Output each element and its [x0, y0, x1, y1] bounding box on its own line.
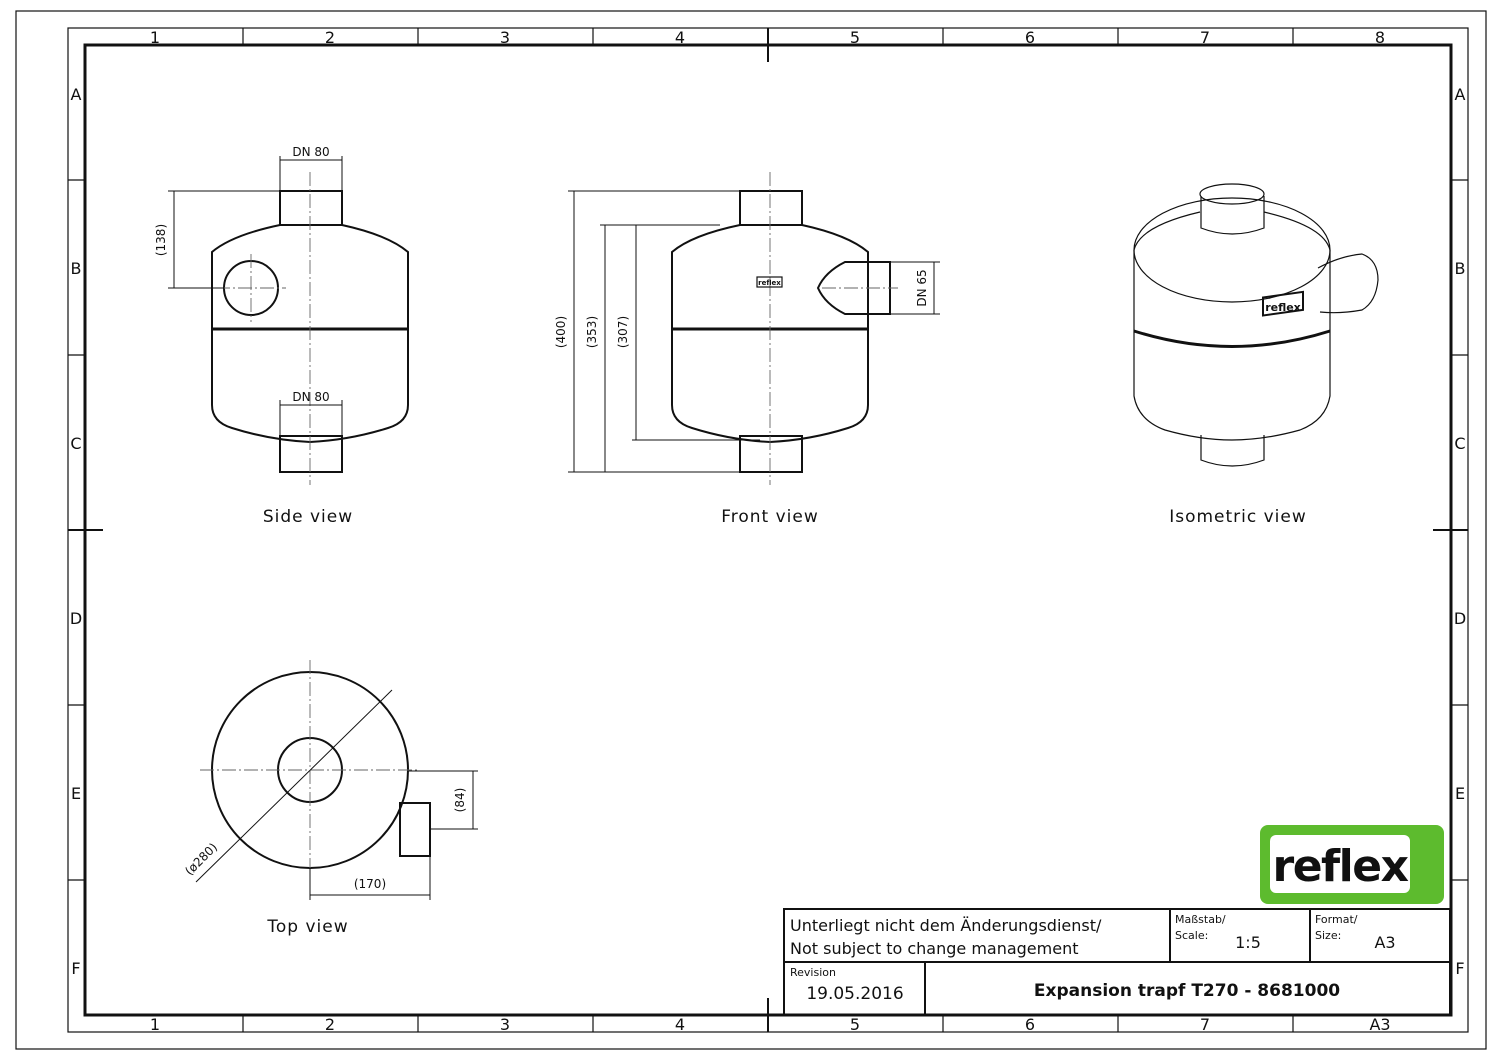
logo-white-panel: [1270, 835, 1410, 893]
outer-border: [15, 10, 1487, 1050]
iso-top-cap: [1133, 197, 1331, 303]
row-label-d-right: D: [1454, 609, 1466, 628]
side-view: DN 80 DN 80 (138) Side view: [154, 145, 409, 527]
col-label-5-bottom: 5: [850, 1015, 860, 1034]
col-label-4-top: 4: [675, 28, 685, 47]
scale-label-de: Maßstab/: [1175, 913, 1226, 926]
frame-border: [67, 27, 1469, 1033]
col-label-3-top: 3: [500, 28, 510, 47]
col-label-1-top: 1: [150, 28, 160, 47]
reflex-logo: reflex: [1260, 825, 1444, 904]
drawing-title: Expansion trapf T270 - 8681000: [1034, 981, 1340, 1001]
col-label-6-top: 6: [1025, 28, 1035, 47]
title-block: Unterliegt nicht dem Änderungsdienst/ No…: [783, 908, 1451, 1016]
col-label-5-top: 5: [850, 28, 860, 47]
isometric-view: reflex Isometric view: [1133, 183, 1379, 527]
revision-date: 19.05.2016: [806, 984, 903, 1004]
revision-label: Revision: [790, 966, 836, 979]
col-label-7-bottom: 7: [1200, 1015, 1210, 1034]
row-label-e-right: E: [1455, 784, 1465, 803]
isometric-view-caption: Isometric view: [1169, 507, 1307, 527]
side-dim-138: (138): [154, 224, 168, 256]
side-dn-bottom-label: DN 80: [292, 390, 329, 404]
iso-badge: [1262, 290, 1304, 317]
change-note-en: Not subject to change management: [790, 939, 1079, 958]
format-label-en: Size:: [1315, 929, 1341, 942]
row-label-f-left: F: [71, 959, 80, 978]
top-view: (ø280) (84) (170) Top view: [182, 660, 478, 937]
iso-side-nozzle: [1317, 253, 1379, 314]
top-dim-diameter: (ø280): [182, 840, 220, 878]
row-label-a-left: A: [71, 85, 82, 104]
front-top-nozzle: [739, 190, 803, 226]
top-side-nozzle: [399, 802, 431, 857]
row-label-a-right: A: [1455, 85, 1466, 104]
top-dim-84: (84): [453, 788, 467, 813]
row-label-b-right: B: [1455, 259, 1466, 278]
iso-bottom-nozzle: [1200, 435, 1265, 467]
side-view-caption: Side view: [263, 507, 353, 527]
front-dim-353: (353): [585, 316, 599, 348]
row-label-c-right: C: [1454, 434, 1465, 453]
iso-seam: [1133, 329, 1331, 348]
top-view-caption: Top view: [266, 917, 348, 937]
row-label-e-left: E: [71, 784, 81, 803]
col-label-8-top: 8: [1375, 28, 1385, 47]
row-label-d-left: D: [70, 609, 82, 628]
front-dim-400: (400): [554, 316, 568, 348]
side-bottom-nozzle: [279, 435, 343, 473]
col-label-6-bottom: 6: [1025, 1015, 1035, 1034]
front-badge: [756, 276, 783, 288]
side-dn-top-label: DN 80: [292, 145, 329, 159]
change-note-de: Unterliegt nicht dem Änderungsdienst/: [790, 916, 1102, 935]
scale-label-en: Scale:: [1175, 929, 1208, 942]
front-badge-text: reflex: [758, 279, 781, 287]
row-label-b-left: B: [71, 259, 82, 278]
col-label-1-bottom: 1: [150, 1015, 160, 1034]
front-bottom-nozzle: [739, 435, 803, 473]
col-label-8-bottom: A3: [1369, 1015, 1390, 1034]
col-label-2-bottom: 2: [325, 1015, 335, 1034]
side-top-nozzle: [279, 190, 343, 226]
col-label-3-bottom: 3: [500, 1015, 510, 1034]
col-label-7-top: 7: [1200, 28, 1210, 47]
top-dim-170: (170): [354, 877, 386, 891]
iso-top-nozzle: [1200, 196, 1265, 235]
front-side-nozzle: [816, 261, 891, 315]
iso-badge-text: reflex: [1265, 301, 1301, 314]
column-dividers: [242, 28, 1294, 1032]
format-value: A3: [1374, 933, 1395, 952]
scale-value: 1:5: [1235, 933, 1261, 952]
iso-vessel-body: [1133, 250, 1331, 441]
front-dn-side-label: DN 65: [915, 269, 929, 306]
logo-text: reflex: [1273, 841, 1409, 892]
row-label-c-left: C: [70, 434, 81, 453]
front-view-caption: Front view: [721, 507, 819, 527]
col-label-2-top: 2: [325, 28, 335, 47]
center-marks: [68, 28, 1468, 1032]
front-dim-307: (307): [616, 316, 630, 348]
col-label-4-bottom: 4: [675, 1015, 685, 1034]
row-label-f-right: F: [1455, 959, 1464, 978]
format-label-de: Format/: [1315, 913, 1358, 926]
front-view: reflex (400) (353) (307) DN 65 Front vie…: [554, 172, 940, 527]
row-dividers: [68, 179, 1468, 881]
